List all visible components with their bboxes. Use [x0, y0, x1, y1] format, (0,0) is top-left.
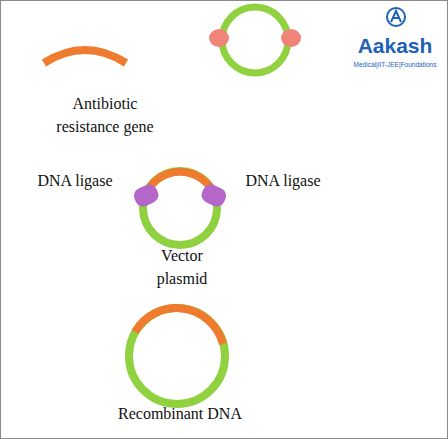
- gene-fragment: [44, 50, 126, 63]
- cut-site: [281, 29, 301, 47]
- cut-plasmid: [222, 7, 288, 73]
- recombinant-ring: [129, 308, 225, 404]
- enzyme-label: DNA ligase: [228, 169, 338, 192]
- part-label: Vector plasmid: [137, 244, 227, 290]
- result-label: Recombinant DNA: [80, 402, 280, 425]
- logo-text: Aakash: [345, 33, 445, 59]
- logo-tagline: Medical|IIT-JEE|Foundations: [342, 60, 448, 69]
- ligase-blob: [131, 182, 161, 209]
- inserted-gene: [147, 172, 213, 192]
- enzyme-label: DNA ligase: [20, 169, 130, 192]
- recombinant-gene: [135, 308, 223, 344]
- part-label: Antibiotic resistance gene: [40, 92, 170, 138]
- vector-plasmid-ring: [143, 171, 217, 245]
- ligase-blob: [199, 182, 229, 209]
- logo-mark: [391, 11, 401, 22]
- logo-ring: [387, 8, 405, 26]
- cut-site: [209, 29, 229, 47]
